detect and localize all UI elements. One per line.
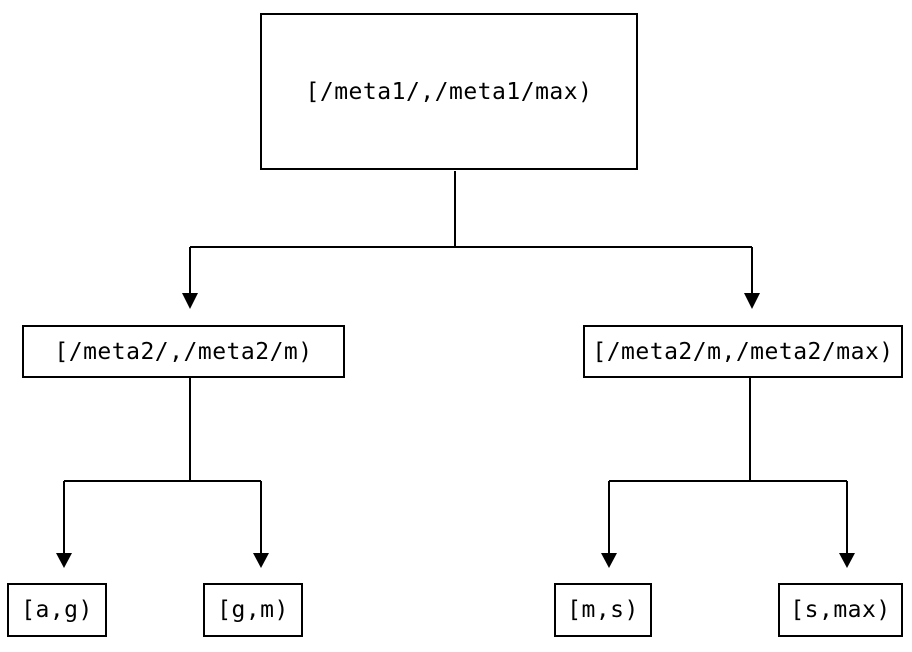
node-leaf-g-m: [g,m) <box>203 583 303 637</box>
node-label: [s,max) <box>790 597 891 623</box>
edge-right-to-leaves <box>608 378 848 554</box>
node-leaf-m-s: [m,s) <box>554 583 652 637</box>
node-label: [/meta2/,/meta2/m) <box>54 338 313 365</box>
node-meta1-range: [/meta1/,/meta1/max) <box>260 13 638 170</box>
edge-left-to-leaves <box>63 378 262 554</box>
node-leaf-a-g: [a,g) <box>7 583 107 637</box>
edge-root-to-children <box>189 171 753 294</box>
node-meta2-low-range: [/meta2/,/meta2/m) <box>22 325 345 378</box>
node-label: [m,s) <box>567 597 639 623</box>
arrow-down-icon <box>839 553 855 568</box>
node-label: [g,m) <box>217 597 289 623</box>
arrow-down-icon <box>56 553 72 568</box>
arrow-down-icon <box>744 293 760 309</box>
arrow-down-icon <box>601 553 617 568</box>
node-leaf-s-max: [s,max) <box>778 583 903 637</box>
node-meta2-high-range: [/meta2/m,/meta2/max) <box>583 325 903 378</box>
node-label: [/meta2/m,/meta2/max) <box>592 338 894 365</box>
node-label: [a,g) <box>21 597 93 623</box>
node-label: [/meta1/,/meta1/max) <box>305 78 593 105</box>
arrow-down-icon <box>182 293 198 309</box>
arrow-down-icon <box>253 553 269 568</box>
